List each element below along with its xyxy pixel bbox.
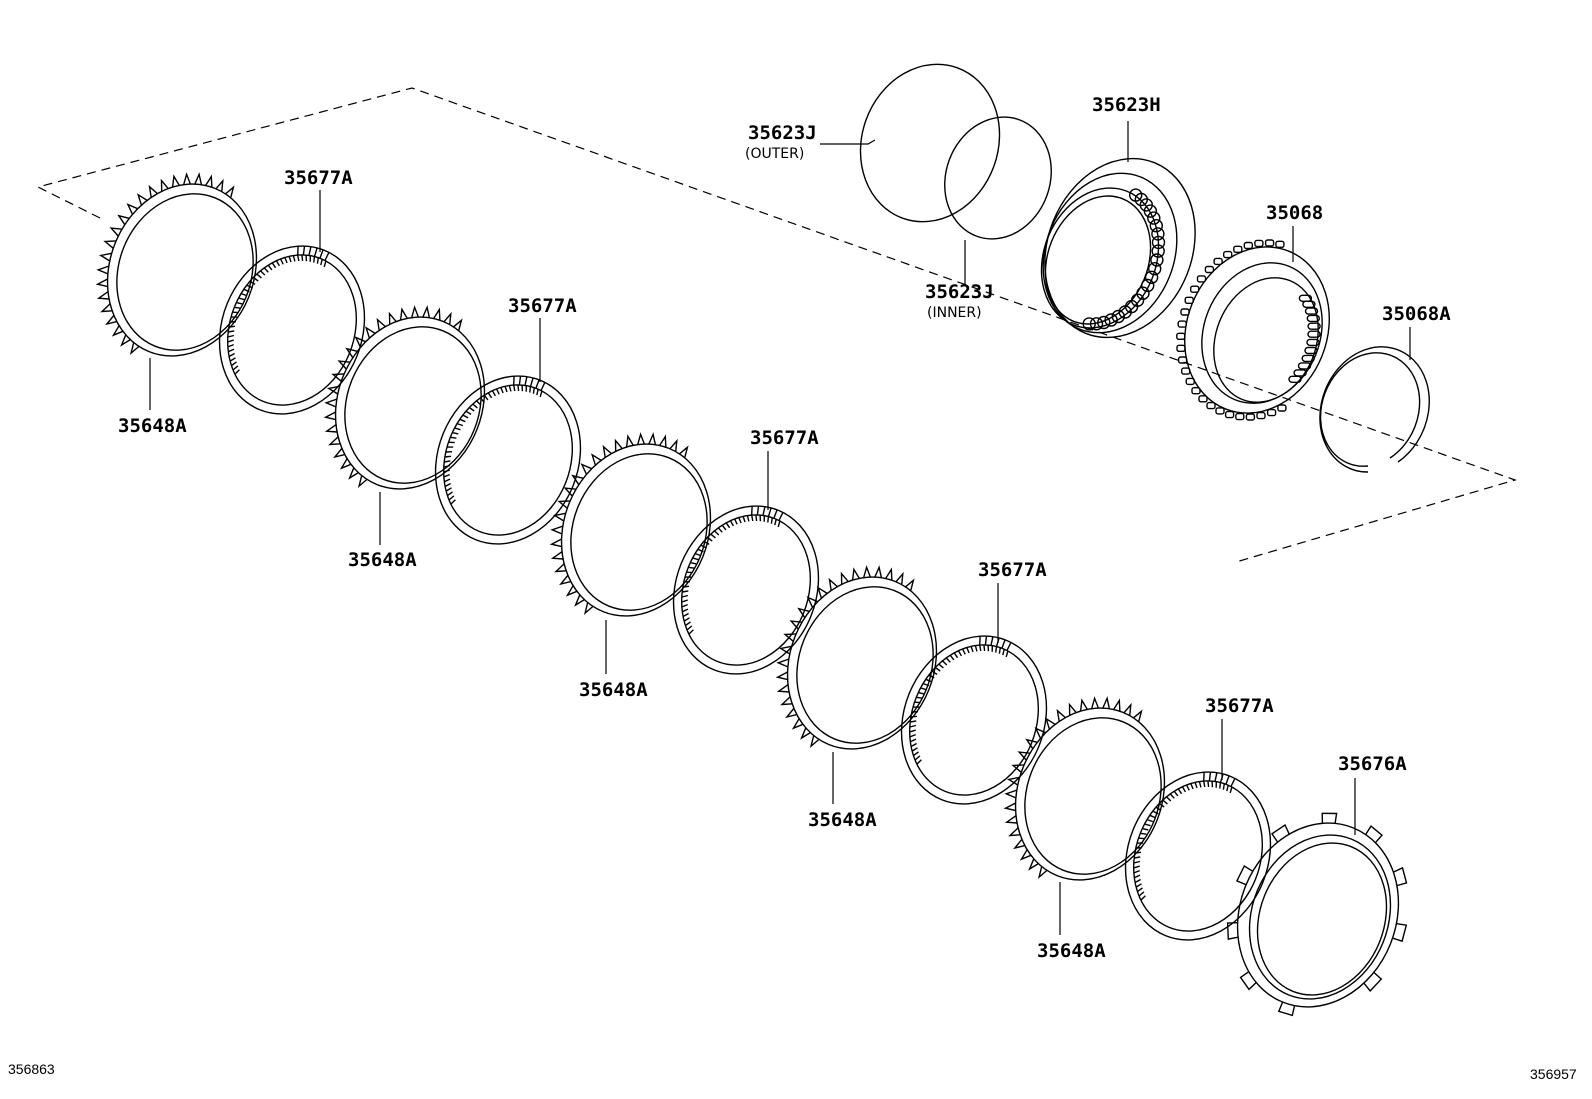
assembly-boundary [36, 87, 1517, 563]
label-35623H: 35623H [1092, 94, 1161, 116]
label-35677A-2: 35677A [508, 295, 577, 317]
friction-plate-4 [900, 635, 1048, 805]
clutch-drum-35623H [1040, 157, 1196, 339]
backing-plate-35676A [1226, 812, 1408, 1017]
label-35648A-4: 35648A [808, 809, 877, 831]
label-35648A-1: 35648A [118, 415, 187, 437]
clutch-pack [95, 172, 1408, 1017]
friction-plate-2 [434, 375, 582, 545]
label-35623J-outer: 35623J [748, 122, 817, 144]
sublabel-inner: (INNER) [927, 305, 982, 321]
steel-plate-3 [549, 432, 712, 617]
friction-plate-5 [1124, 771, 1272, 941]
label-35677A-4: 35677A [978, 559, 1047, 581]
label-35677A-3: 35677A [750, 427, 819, 449]
snap-ring-35068A [1319, 346, 1430, 473]
leader-lines [149, 121, 1411, 935]
sublabel-outer: (OUTER) [745, 146, 804, 162]
ref-code-right: 356957 [1530, 1066, 1577, 1082]
one-way-clutch-35068 [1176, 239, 1330, 421]
steel-plate-1 [95, 172, 258, 357]
ref-code-left: 356863 [8, 1061, 55, 1077]
label-35068A: 35068A [1382, 303, 1451, 325]
label-35677A-5: 35677A [1205, 695, 1274, 717]
label-35648A-5: 35648A [1037, 940, 1106, 962]
seal-ring-inner [944, 116, 1052, 240]
label-35623J-inner: 35623J [925, 281, 994, 303]
seal-ring-outer [859, 63, 1001, 223]
steel-plate-2 [323, 305, 486, 490]
steel-plate-4 [775, 565, 938, 750]
label-35676A: 35676A [1338, 753, 1407, 775]
label-35648A-2: 35648A [348, 549, 417, 571]
label-35068: 35068 [1266, 202, 1323, 224]
friction-plate-3 [672, 505, 820, 675]
label-35677A-1: 35677A [284, 167, 353, 189]
steel-plate-5 [1003, 696, 1166, 881]
label-35648A-3: 35648A [579, 679, 648, 701]
